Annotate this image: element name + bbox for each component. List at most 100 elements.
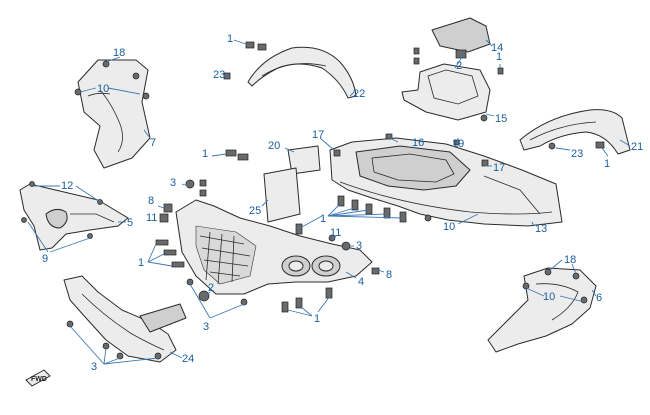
callout-23-top: 23	[213, 69, 225, 81]
callout-23-right: 23	[571, 148, 583, 160]
nut-icon	[480, 114, 488, 122]
part-7-left-side-cover	[74, 59, 151, 169]
screw-icon	[66, 320, 74, 328]
bolt-icon	[325, 287, 333, 299]
forward-arrow-icon: FWD	[25, 369, 51, 387]
screw-icon	[87, 233, 93, 239]
callout-1-top: 1	[227, 33, 233, 45]
screw-icon	[580, 296, 588, 304]
clip-icon	[385, 133, 393, 140]
callout-1-center: 1	[320, 213, 326, 225]
callout-6: 6	[596, 292, 602, 304]
part-25-panel	[263, 167, 301, 223]
callout-8-b: 8	[386, 269, 392, 281]
callout-17-a: 17	[312, 129, 324, 141]
callout-20: 20	[268, 140, 280, 152]
bolt-icon	[199, 189, 207, 197]
bolt-icon	[199, 179, 207, 187]
callout-9: 9	[42, 253, 48, 265]
callout-25: 25	[249, 205, 261, 217]
nut-icon	[185, 179, 195, 189]
callout-3-b: 3	[356, 240, 362, 252]
bolt-icon	[171, 261, 185, 268]
bolt-icon	[295, 223, 303, 235]
nut-icon	[328, 234, 336, 242]
callout-16: 16	[412, 137, 424, 149]
callout-21: 21	[631, 141, 643, 153]
callout-2-lower: 2	[208, 282, 214, 294]
bracket-icon	[371, 267, 380, 275]
callouts: 1 23 22 18 10 7 2 14 1 15 20 17	[27, 33, 643, 373]
screw-icon	[544, 268, 552, 276]
nut-icon	[548, 142, 556, 150]
bolt-icon	[155, 239, 169, 246]
callout-4: 4	[358, 276, 364, 288]
fwd-label: FWD	[31, 376, 47, 383]
callout-11-b: 11	[330, 227, 341, 239]
screw-icon	[522, 282, 530, 290]
callout-18-left: 18	[113, 47, 125, 59]
callout-7: 7	[150, 137, 156, 149]
bolt-cluster-center	[295, 195, 407, 235]
callout-1-mid: 1	[202, 148, 208, 160]
bolt-icon	[383, 207, 391, 219]
callout-18-right: 18	[564, 254, 576, 266]
callout-3-a: 3	[170, 177, 176, 189]
bolt-icon	[595, 141, 605, 149]
screw-icon	[29, 181, 35, 187]
callout-3-c: 3	[203, 321, 209, 333]
callout-10-center: 10	[443, 221, 455, 233]
callout-10-right: 10	[543, 291, 555, 303]
bolt-icon	[237, 153, 249, 161]
nut-icon	[424, 214, 432, 222]
screw-icon	[102, 60, 110, 68]
callout-1-bottom: 1	[314, 313, 320, 325]
callout-12: 12	[61, 180, 73, 192]
bolt-icon	[413, 57, 420, 65]
grommet-icon	[198, 290, 210, 302]
part-front-grille-assembly	[159, 179, 380, 306]
callout-8-a: 8	[148, 195, 154, 207]
callout-17-b: 17	[493, 162, 505, 174]
bracket-icon	[163, 203, 173, 213]
callout-19: 19	[452, 138, 464, 150]
screw-icon	[116, 352, 124, 360]
callout-1-rack: 1	[496, 51, 502, 63]
bolt-icon	[413, 47, 420, 55]
callout-10-left: 10	[97, 83, 109, 95]
screw-icon	[154, 352, 162, 360]
bolt-icon	[163, 249, 177, 256]
bolt-icon	[257, 43, 267, 51]
clip-icon	[453, 139, 460, 146]
bolt-icon	[351, 199, 359, 211]
part-20-panel	[287, 145, 321, 175]
bolt-icon	[225, 149, 237, 157]
callout-2: 2	[456, 60, 462, 72]
callout-13: 13	[535, 223, 547, 235]
bolt-stack-left	[155, 149, 249, 268]
callout-24: 24	[182, 353, 194, 365]
callout-5: 5	[127, 217, 133, 229]
part-6-right-side-cover	[487, 267, 597, 353]
bolt-icon	[497, 67, 504, 75]
callout-1-lower: 1	[138, 257, 144, 269]
callout-11-a: 11	[146, 212, 157, 224]
bracket-icon	[159, 213, 169, 223]
nut-icon	[186, 278, 194, 286]
callout-3-d: 3	[91, 361, 97, 373]
bolt-icon	[481, 159, 489, 167]
part-24-skid-plate	[63, 275, 187, 363]
bolt-icon	[245, 41, 255, 49]
nut-icon	[240, 298, 248, 306]
callout-14: 14	[491, 42, 503, 54]
bolt-icon	[281, 301, 289, 313]
bolt-icon	[337, 195, 345, 207]
bolt-icon	[365, 203, 373, 215]
callout-22: 22	[353, 88, 365, 100]
part-5-left-front-panel	[19, 181, 129, 251]
bracket-icon	[455, 49, 467, 59]
part-21-right-fender	[519, 109, 631, 155]
part-22-top-fender	[223, 41, 357, 99]
